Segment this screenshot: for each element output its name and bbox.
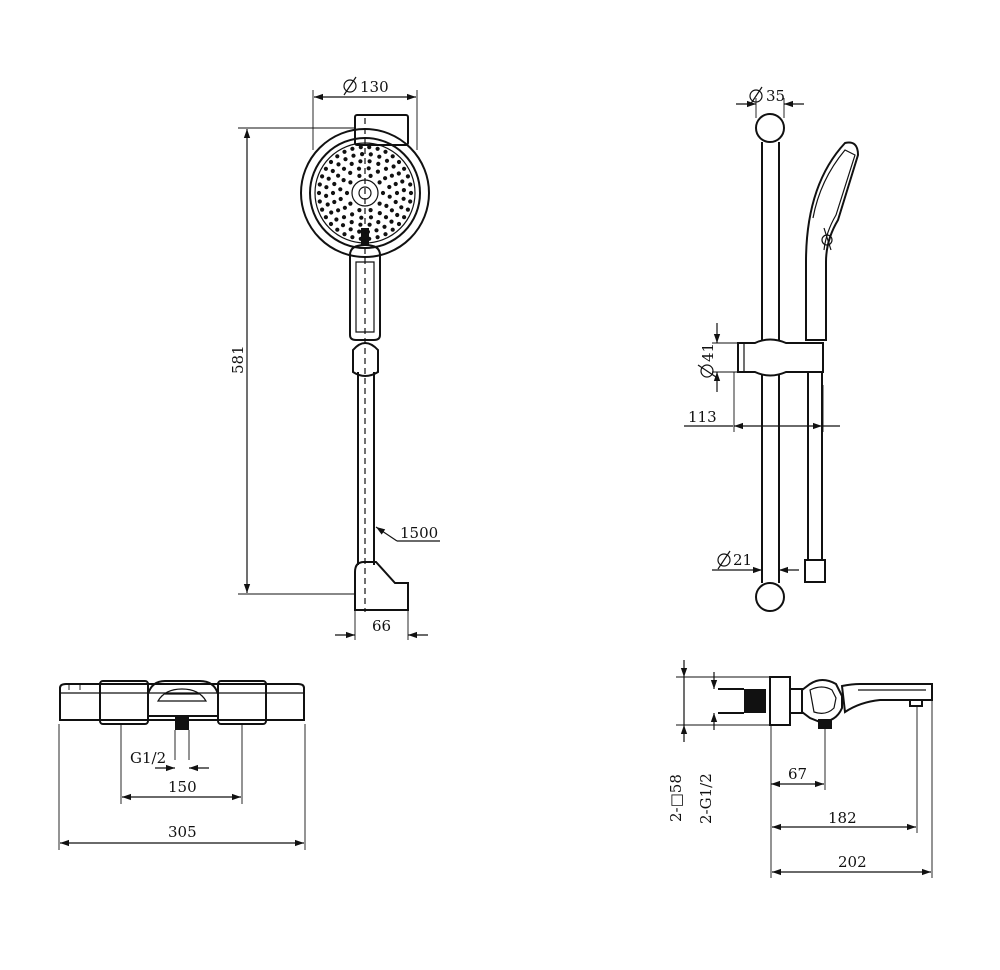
label-thread-left: G1/2 (130, 749, 166, 767)
dimension-square-size: 2-□58 (667, 660, 772, 822)
dimension-holder-width: 66 (335, 600, 428, 640)
dimension-slider-diameter: 41 (697, 323, 745, 392)
label-spout-length: 182 (828, 809, 857, 827)
dimension-outlet-offset: 67 (771, 729, 826, 790)
front-view-mixer (59, 680, 305, 760)
label-rail-diameter: 35 (766, 87, 785, 105)
dimension-thread-left: G1/2 (130, 749, 209, 772)
dimension-slider-projection: 113 (684, 372, 840, 432)
label-outlet-offset: 67 (788, 765, 807, 783)
label-shower-height: 581 (229, 345, 247, 374)
dimension-thread-side: 2-G1/2 (697, 672, 718, 824)
side-view-mixer (718, 676, 933, 729)
label-centers: 150 (168, 778, 197, 796)
dimension-body-length: 305 (58, 724, 306, 850)
dimension-head-diameter: 130 (312, 76, 418, 150)
label-rod-diameter: 21 (733, 551, 752, 569)
label-thread-side: 2-G1/2 (697, 773, 715, 824)
dimension-centers: 150 (120, 724, 243, 804)
label-holder-width: 66 (372, 617, 391, 635)
side-view-shower-set (737, 113, 860, 612)
label-slider-diameter: 41 (699, 343, 717, 362)
label-overall-depth: 202 (838, 853, 867, 871)
label-slider-projection: 113 (688, 408, 717, 426)
label-body-length: 305 (168, 823, 197, 841)
dimension-rail-diameter: 35 (736, 86, 804, 118)
dimension-hose-length: 1500 (375, 524, 440, 542)
label-head-diameter: 130 (360, 78, 389, 96)
front-view-shower-set (300, 114, 430, 612)
dimension-rod-diameter: 21 (712, 550, 799, 574)
label-hose-length: 1500 (400, 524, 438, 542)
label-square-size: 2-□58 (667, 774, 685, 822)
dimension-spout-length: 182 (770, 706, 918, 878)
dimension-shower-height: 581 (229, 127, 356, 595)
dimension-overall-depth: 202 (772, 700, 933, 878)
